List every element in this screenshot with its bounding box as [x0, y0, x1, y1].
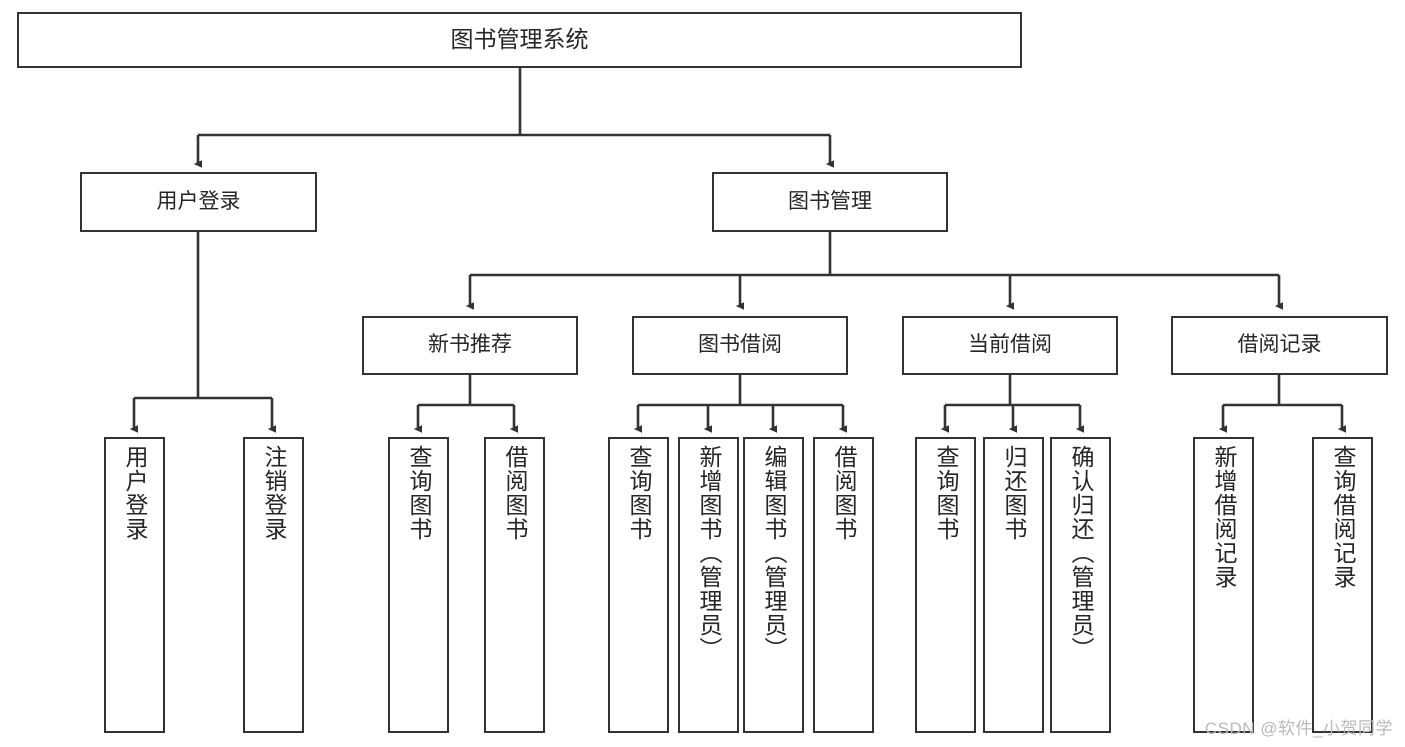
node-label: 借阅记录 — [1237, 333, 1322, 357]
leaf-query-book-2[interactable]: 查询图书 — [608, 437, 669, 733]
node-new-book-recommend[interactable]: 新书推荐 — [362, 316, 578, 375]
node-book-manage[interactable]: 图书管理 — [712, 172, 948, 232]
node-label: 用户登录 — [122, 445, 148, 541]
node-label: 查询图书 — [626, 445, 652, 541]
leaf-add-book[interactable]: 新增图书（管理员） — [678, 437, 739, 733]
leaf-logout-login[interactable]: 注销登录 — [243, 437, 304, 733]
node-label: 注销登录 — [261, 445, 287, 541]
node-label: 查询借阅记录 — [1330, 445, 1356, 589]
node-label: 新书推荐 — [428, 333, 512, 357]
leaf-borrow-book-2[interactable]: 借阅图书 — [813, 437, 874, 733]
node-label: 当前借阅 — [968, 333, 1052, 357]
node-label: 图书管理系统 — [450, 26, 589, 53]
node-label: 借阅图书 — [831, 445, 857, 541]
node-label: 借阅图书 — [502, 445, 528, 541]
csdn-watermark: CSDN @软件_小贺同学 — [1204, 719, 1393, 738]
node-root-book-management-system[interactable]: 图书管理系统 — [17, 12, 1022, 68]
node-label: 查询图书 — [933, 445, 959, 541]
leaf-query-record[interactable]: 查询借阅记录 — [1312, 437, 1373, 733]
node-book-borrow[interactable]: 图书借阅 — [632, 316, 848, 375]
leaf-query-book-1[interactable]: 查询图书 — [388, 437, 449, 733]
node-label: 新增图书（管理员） — [696, 445, 722, 661]
leaf-user-login[interactable]: 用户登录 — [104, 437, 165, 733]
node-label: 用户登录 — [156, 189, 241, 213]
node-label: 编辑图书（管理员） — [761, 445, 787, 661]
leaf-query-book-3[interactable]: 查询图书 — [915, 437, 976, 733]
leaf-confirm-return[interactable]: 确认归还（管理员） — [1050, 437, 1111, 733]
node-label: 图书借阅 — [698, 333, 782, 357]
node-borrow-record[interactable]: 借阅记录 — [1171, 316, 1388, 375]
node-label: 查询图书 — [406, 445, 432, 541]
node-user-login[interactable]: 用户登录 — [80, 172, 317, 232]
node-label: 新增借阅记录 — [1211, 445, 1237, 589]
node-label: 图书管理 — [788, 189, 872, 213]
leaf-add-record[interactable]: 新增借阅记录 — [1193, 437, 1254, 733]
node-label: 归还图书 — [1001, 445, 1027, 541]
leaf-borrow-book-1[interactable]: 借阅图书 — [484, 437, 545, 733]
node-label: 确认归还（管理员） — [1068, 445, 1094, 661]
leaf-edit-book[interactable]: 编辑图书（管理员） — [743, 437, 804, 733]
node-current-borrow[interactable]: 当前借阅 — [902, 316, 1118, 375]
leaf-return-book[interactable]: 归还图书 — [983, 437, 1044, 733]
